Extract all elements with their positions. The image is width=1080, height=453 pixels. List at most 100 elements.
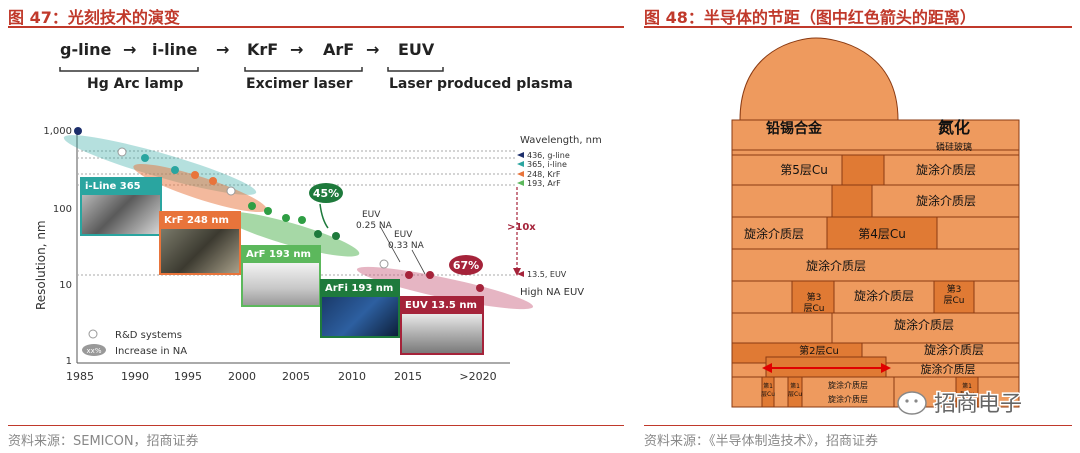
band-krf	[133, 163, 267, 213]
euv-033-label: EUV	[394, 230, 413, 240]
legend-rd-label: R&D systems	[115, 330, 182, 341]
gain-bracket: >10x	[507, 187, 536, 276]
figure-48-title: 图 48：半导体的节距（图中红色箭头的距离）	[644, 8, 976, 27]
label-spin: 旋涂介质层	[916, 193, 976, 208]
y-tick: 10	[59, 280, 72, 291]
label-cu1b: 第1	[790, 382, 800, 390]
label-spin: 旋涂介质层	[828, 394, 868, 404]
label-cu3b: 层Cu	[944, 295, 965, 306]
marker-iline	[517, 161, 524, 167]
na-badge-text: 67%	[453, 259, 479, 272]
x-tick: 1995	[174, 370, 202, 383]
solder-bump	[739, 37, 899, 121]
x-tick: >2020	[459, 370, 496, 383]
na-badge-bg	[309, 183, 343, 203]
top-layer	[731, 119, 1020, 151]
figure-47-source: 资料来源：SEMICON，招商证券	[8, 434, 199, 449]
na-badge-45: 45%	[309, 183, 343, 229]
label-spin: 旋涂介质层	[828, 380, 868, 390]
euv-033-label: 0.33 NA	[388, 241, 425, 251]
wavelength-item: 248, KrF	[527, 170, 561, 179]
legend-na-label: Increase in NA	[115, 346, 187, 357]
pitch-cross-section: 铅锡合金 氮化 磷硅玻璃 第5层Cu 旋涂介质层 旋涂介质层 旋涂介质层 第4层…	[731, 37, 1024, 419]
watermark-text: 招商电子	[934, 392, 1022, 417]
x-tick: 2000	[228, 370, 256, 383]
figure-47-source-rule	[8, 425, 624, 426]
photo-label: i-Line 365 nm	[82, 179, 160, 208]
trend-bands	[63, 135, 534, 310]
point	[191, 171, 199, 179]
data-points	[74, 127, 484, 292]
point	[332, 232, 340, 240]
label-spin: 旋涂介质层	[894, 317, 954, 332]
marker-euv	[517, 271, 524, 277]
header-hg-arc: Hg Arc lamp	[87, 76, 183, 92]
photo-label: KrF 248 nm	[161, 213, 239, 229]
lithography-evolution-chart: g-line → i-line → KrF → ArF → EUV Hg Arc…	[34, 40, 602, 383]
photo-iline: i-Line 365 nm	[80, 177, 162, 236]
cross-section-shapes	[731, 37, 1020, 408]
label-cu4: 第4层Cu	[858, 227, 906, 241]
point	[379, 259, 389, 269]
point	[476, 284, 484, 292]
label-spin: 旋涂介质层	[854, 288, 914, 303]
point	[141, 154, 149, 162]
axes	[76, 130, 510, 364]
figure-48-title-rule	[644, 26, 1072, 28]
euv-marker-label: 13.5, EUV	[527, 270, 567, 279]
point	[298, 216, 306, 224]
point	[74, 127, 82, 135]
header-excimer: Excimer laser	[246, 76, 353, 92]
marker-gline	[517, 152, 524, 158]
x-tick: 2010	[338, 370, 366, 383]
point	[226, 186, 236, 196]
header-arf: ArF	[323, 40, 354, 59]
x-tick: 2005	[282, 370, 310, 383]
label-cu3a: 层Cu	[804, 303, 825, 314]
y-axis-label: Resolution, nm	[34, 220, 48, 310]
header-gline: g-line	[60, 40, 111, 59]
euv-025-label: EUV	[362, 210, 381, 220]
header-arrow: →	[216, 40, 229, 59]
label-cu2: 第2层Cu	[799, 344, 839, 357]
photo-image	[243, 263, 319, 305]
header-iline: i-line	[152, 40, 197, 59]
point	[405, 271, 413, 279]
watermark: 招商电子	[897, 391, 1024, 419]
photo-image	[402, 314, 482, 353]
label-spin: 旋涂介质层	[924, 342, 984, 357]
gain-label: >10x	[507, 222, 536, 233]
label-psg: 磷硅玻璃	[936, 141, 972, 153]
photo-arfi: ArFi 193 nm	[320, 279, 400, 338]
band-arf	[220, 211, 360, 257]
photo-arf: ArF 193 nm	[241, 245, 321, 307]
wavelength-title: Wavelength, nm	[520, 135, 602, 146]
point	[264, 207, 272, 215]
x-tick: 1990	[121, 370, 149, 383]
marker-arf	[517, 180, 524, 186]
header-krf: KrF	[247, 40, 278, 59]
figure-47-title: 图 47：光刻技术的演变	[8, 8, 180, 27]
point	[209, 177, 217, 185]
marker-krf	[517, 171, 524, 177]
photo-euv: EUV 13.5 nm	[400, 296, 484, 355]
band-euv	[356, 266, 534, 310]
header-brackets	[59, 67, 444, 72]
point	[171, 166, 179, 174]
photo-label: ArF 193 nm	[243, 247, 319, 263]
wavelength-item: 193, ArF	[527, 179, 561, 188]
wavelength-item: 436, g-line	[527, 151, 570, 160]
wechat-icon	[897, 391, 927, 415]
legend-na-marker	[82, 344, 106, 356]
label-nitride: 氮化	[938, 118, 970, 137]
point	[117, 147, 127, 157]
label-cu1c: 第1	[962, 382, 972, 390]
header-arrow: →	[290, 40, 303, 59]
y-tick: 1,000	[43, 126, 72, 137]
chart-legend: R&D systems xx% Increase in NA	[82, 329, 187, 357]
label-spin: 旋涂介质层	[916, 162, 976, 177]
figure-48-source-rule	[644, 425, 1072, 426]
y-tick: 1	[66, 356, 72, 367]
header-arrow: →	[123, 40, 136, 59]
label-spin: 旋涂介质层	[744, 226, 804, 241]
